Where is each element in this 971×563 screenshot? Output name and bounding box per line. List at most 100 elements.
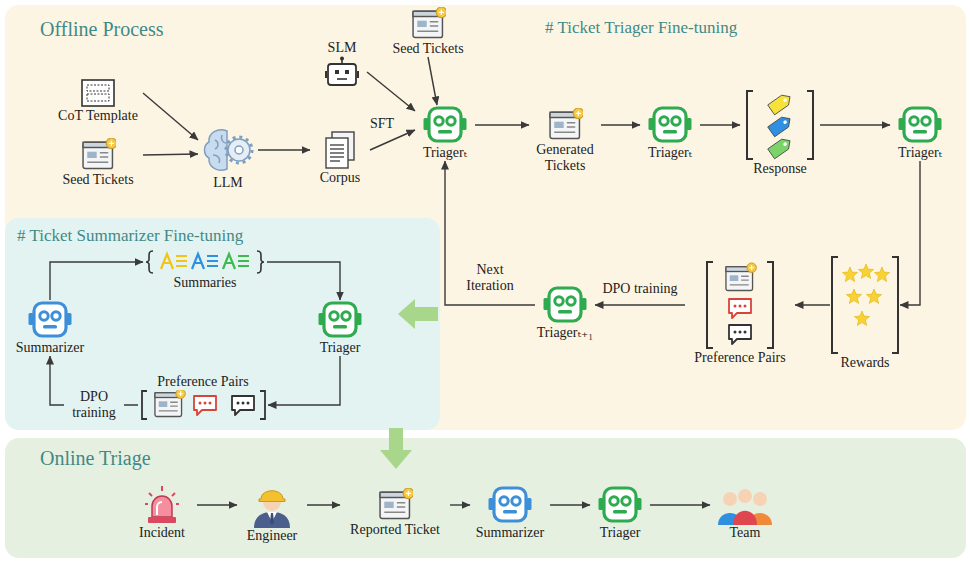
- node-icon: [898, 105, 942, 145]
- node-label: Rewards: [830, 355, 900, 371]
- node-label: Triager: [590, 525, 650, 541]
- node-icon: [830, 255, 900, 355]
- icon-art: [598, 485, 642, 525]
- node-label: Corpus: [310, 170, 370, 186]
- icon-node: CoT Template: [53, 78, 143, 124]
- edge-label: DPO training: [592, 281, 688, 297]
- edge-label: DPO training: [64, 389, 124, 421]
- node-icon: [745, 89, 815, 161]
- connector: [143, 93, 198, 140]
- node-label: Preference Pairs: [685, 350, 795, 366]
- connector: [445, 161, 535, 305]
- node-label: SLM: [317, 40, 367, 56]
- node-label: Response: [740, 161, 820, 177]
- node-icon: [322, 130, 358, 170]
- node-icon: [144, 485, 180, 525]
- icon-art: [28, 300, 72, 340]
- connector: [700, 124, 740, 125]
- node-icon: [705, 260, 775, 350]
- icon-node: Triagerₜ: [640, 105, 700, 161]
- node-label: Triagerₜ: [640, 145, 700, 161]
- node-label: Summaries: [143, 275, 267, 291]
- panel-heading: Online Triage: [40, 446, 151, 470]
- node-label: CoT Template: [53, 108, 143, 124]
- icon-node: Triagerₜ₊₁: [535, 285, 595, 341]
- node-label: Seed Tickets: [383, 41, 473, 57]
- connector: [268, 356, 340, 405]
- icon-art: [318, 300, 362, 340]
- icon-art: [898, 105, 942, 145]
- connector: [550, 504, 590, 505]
- icon-node: Rewards: [830, 255, 900, 371]
- node-label: Triagerₜ: [890, 145, 950, 161]
- icon-node: Team: [710, 485, 780, 541]
- connector: [307, 504, 340, 505]
- icon-art: [377, 488, 413, 522]
- icon-node: Triagerₜ: [890, 105, 950, 161]
- icon-art: [322, 130, 358, 170]
- node-label: Triagerₜ₊₁: [535, 325, 595, 341]
- icon-node: Preference Pairs: [138, 374, 268, 420]
- icon-node: Summarizer: [470, 485, 550, 541]
- icon-art: [423, 105, 467, 145]
- node-icon: [28, 300, 72, 340]
- edge-label: SFT: [362, 116, 402, 132]
- icon-art: [200, 125, 256, 175]
- node-label: Engineer: [237, 528, 307, 544]
- node-icon: [325, 56, 359, 88]
- node-icon: [250, 482, 294, 528]
- icon-node: Reported Ticket: [340, 488, 450, 538]
- connector: [258, 149, 310, 150]
- icon-node: Seed Tickets: [383, 7, 473, 57]
- icon-node: Corpus: [310, 130, 370, 186]
- icon-art: [250, 482, 294, 528]
- connector: [197, 504, 237, 505]
- icon-art: [648, 105, 692, 145]
- icon-art: [410, 7, 446, 41]
- node-label: LLM: [198, 175, 258, 191]
- connector: [475, 124, 529, 125]
- icon-node: Seed Tickets: [53, 138, 143, 188]
- node-label: Triager: [310, 340, 370, 356]
- node-label: Seed Tickets: [53, 172, 143, 188]
- icon-art: [830, 255, 900, 355]
- section-heading: # Ticket Triager Fine-tuning: [545, 18, 737, 38]
- edge-label: Next Iteration: [454, 262, 526, 294]
- icon-node: SLM: [317, 40, 367, 88]
- icon-node: Triagerₜ: [415, 105, 475, 161]
- icon-node: Triager: [310, 300, 370, 356]
- icon-node: Preference Pairs: [685, 260, 795, 366]
- node-icon: [200, 125, 256, 175]
- icon-art: [325, 56, 359, 88]
- icon-art: [145, 249, 265, 275]
- node-label: Summarizer: [470, 525, 550, 541]
- icon-art: [80, 138, 116, 172]
- node-icon: [80, 78, 116, 108]
- icon-art: [488, 485, 532, 525]
- icon-node: Summarizer: [10, 300, 90, 356]
- connector: [367, 72, 415, 111]
- node-icon: [423, 105, 467, 145]
- node-icon: [598, 485, 642, 525]
- node-icon: [318, 300, 362, 340]
- icon-node: Summaries: [143, 249, 267, 291]
- connector: [50, 262, 143, 300]
- node-icon: [543, 285, 587, 325]
- node-label: Reported Ticket: [340, 522, 450, 538]
- node-label: Incident: [127, 525, 197, 541]
- icon-art: [745, 89, 815, 161]
- panel: Offline ProcessCoT TemplateSeed TicketsL…: [5, 5, 966, 430]
- connector: [900, 161, 920, 305]
- connector: [370, 130, 415, 150]
- panel-heading: # Ticket Summarizer Fine-tuning: [17, 226, 243, 246]
- node-icon: [410, 7, 446, 41]
- icon-node: LLM: [198, 125, 258, 191]
- icon-node: Triager: [590, 485, 650, 541]
- icon-art: [543, 285, 587, 325]
- panel-heading: Offline Process: [40, 17, 164, 41]
- node-icon: [547, 108, 583, 142]
- icon-art: [144, 485, 180, 525]
- icon-art: [715, 485, 775, 525]
- icon-art: [141, 390, 266, 420]
